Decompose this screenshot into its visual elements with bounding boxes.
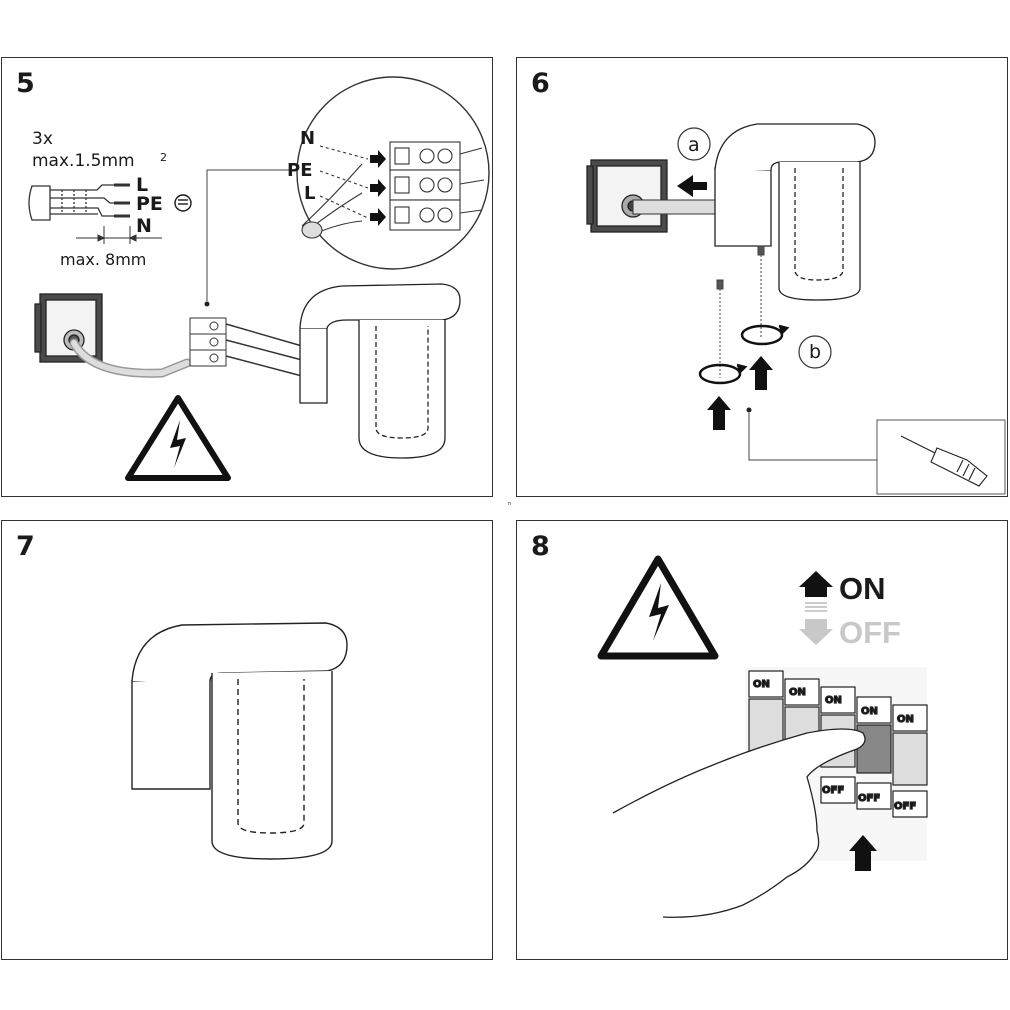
down-arrow-icon	[799, 619, 833, 645]
switch-on-label: ON	[825, 695, 842, 706]
step-number: 8	[531, 531, 550, 562]
switch-on-label: ON	[753, 679, 770, 690]
callout-b-label: b	[809, 341, 821, 363]
cross-section-label: max.1.5mm	[32, 151, 135, 171]
step-number: 7	[16, 531, 35, 562]
step-7-panel: 7	[1, 520, 493, 960]
page-marker: n	[508, 501, 512, 507]
rotate-arrow-icon	[698, 324, 790, 385]
push-arrow-icon	[707, 356, 773, 430]
switch-off-label: OFF	[894, 801, 916, 812]
wall-lamp	[714, 123, 876, 301]
on-indicator: ON	[799, 571, 886, 606]
wire-N-label: N	[136, 215, 152, 237]
wire-specification: 3x max.1.5mm 2 L PE N	[28, 129, 192, 269]
push-arrow-icon	[677, 175, 707, 197]
high-voltage-warning-icon	[597, 555, 719, 660]
switch-on-label: ON	[789, 687, 806, 698]
push-arrow-icon	[370, 150, 386, 226]
up-arrow-icon	[799, 571, 833, 597]
breaker-switch-active[interactable]: ON OFF	[856, 696, 892, 810]
cable	[632, 199, 716, 215]
step-6-panel: 6 a b	[516, 57, 1008, 497]
callout-a: a	[677, 127, 711, 161]
off-indicator: OFF	[799, 615, 901, 650]
ground-symbol-icon	[174, 194, 192, 212]
screws	[716, 245, 765, 378]
switch-on-label: ON	[897, 714, 914, 725]
terminal-block	[389, 141, 485, 231]
switch-on-label: ON	[861, 706, 878, 717]
wire-L-label: L	[136, 174, 148, 196]
screwdriver-icon	[900, 435, 988, 487]
step-8-panel: 8 ON OFF ON OFF ON ON	[516, 520, 1008, 960]
strip-length-dimension	[76, 226, 162, 244]
terminal-block-small	[189, 317, 303, 377]
high-voltage-warning-icon	[125, 395, 231, 481]
screwdriver-inset	[876, 419, 1006, 495]
wire-count-label: 3x	[32, 129, 53, 149]
on-label: ON	[839, 571, 886, 606]
hand-illustration	[612, 728, 866, 918]
wall-lamp	[299, 283, 461, 459]
cable-drawing	[28, 183, 130, 221]
terminal-L-label: L	[304, 183, 315, 204]
switch-off-label: OFF	[858, 793, 880, 804]
off-label: OFF	[839, 615, 901, 650]
wire-PE-label: PE	[136, 193, 163, 215]
cross-section-superscript: 2	[160, 151, 167, 164]
switch-off-label: OFF	[822, 785, 844, 796]
strip-length-label: max. 8mm	[60, 250, 146, 269]
terminal-detail-circle: N PE L	[204, 76, 490, 307]
wall-box	[586, 159, 668, 233]
terminal-N-label: N	[300, 128, 315, 149]
breaker-switch[interactable]: ON OFF	[892, 704, 928, 818]
wall-lamp	[131, 622, 348, 860]
step-5-panel: 5 3x max.1.5mm 2 L PE N	[1, 57, 493, 497]
push-arrow-icon	[849, 835, 877, 871]
step-number: 6	[531, 68, 550, 99]
callout-b: b	[798, 335, 832, 369]
step-number: 5	[16, 68, 35, 99]
wall-box	[34, 293, 103, 363]
callout-a-label: a	[688, 134, 700, 156]
terminal-PE-label: PE	[287, 160, 313, 181]
